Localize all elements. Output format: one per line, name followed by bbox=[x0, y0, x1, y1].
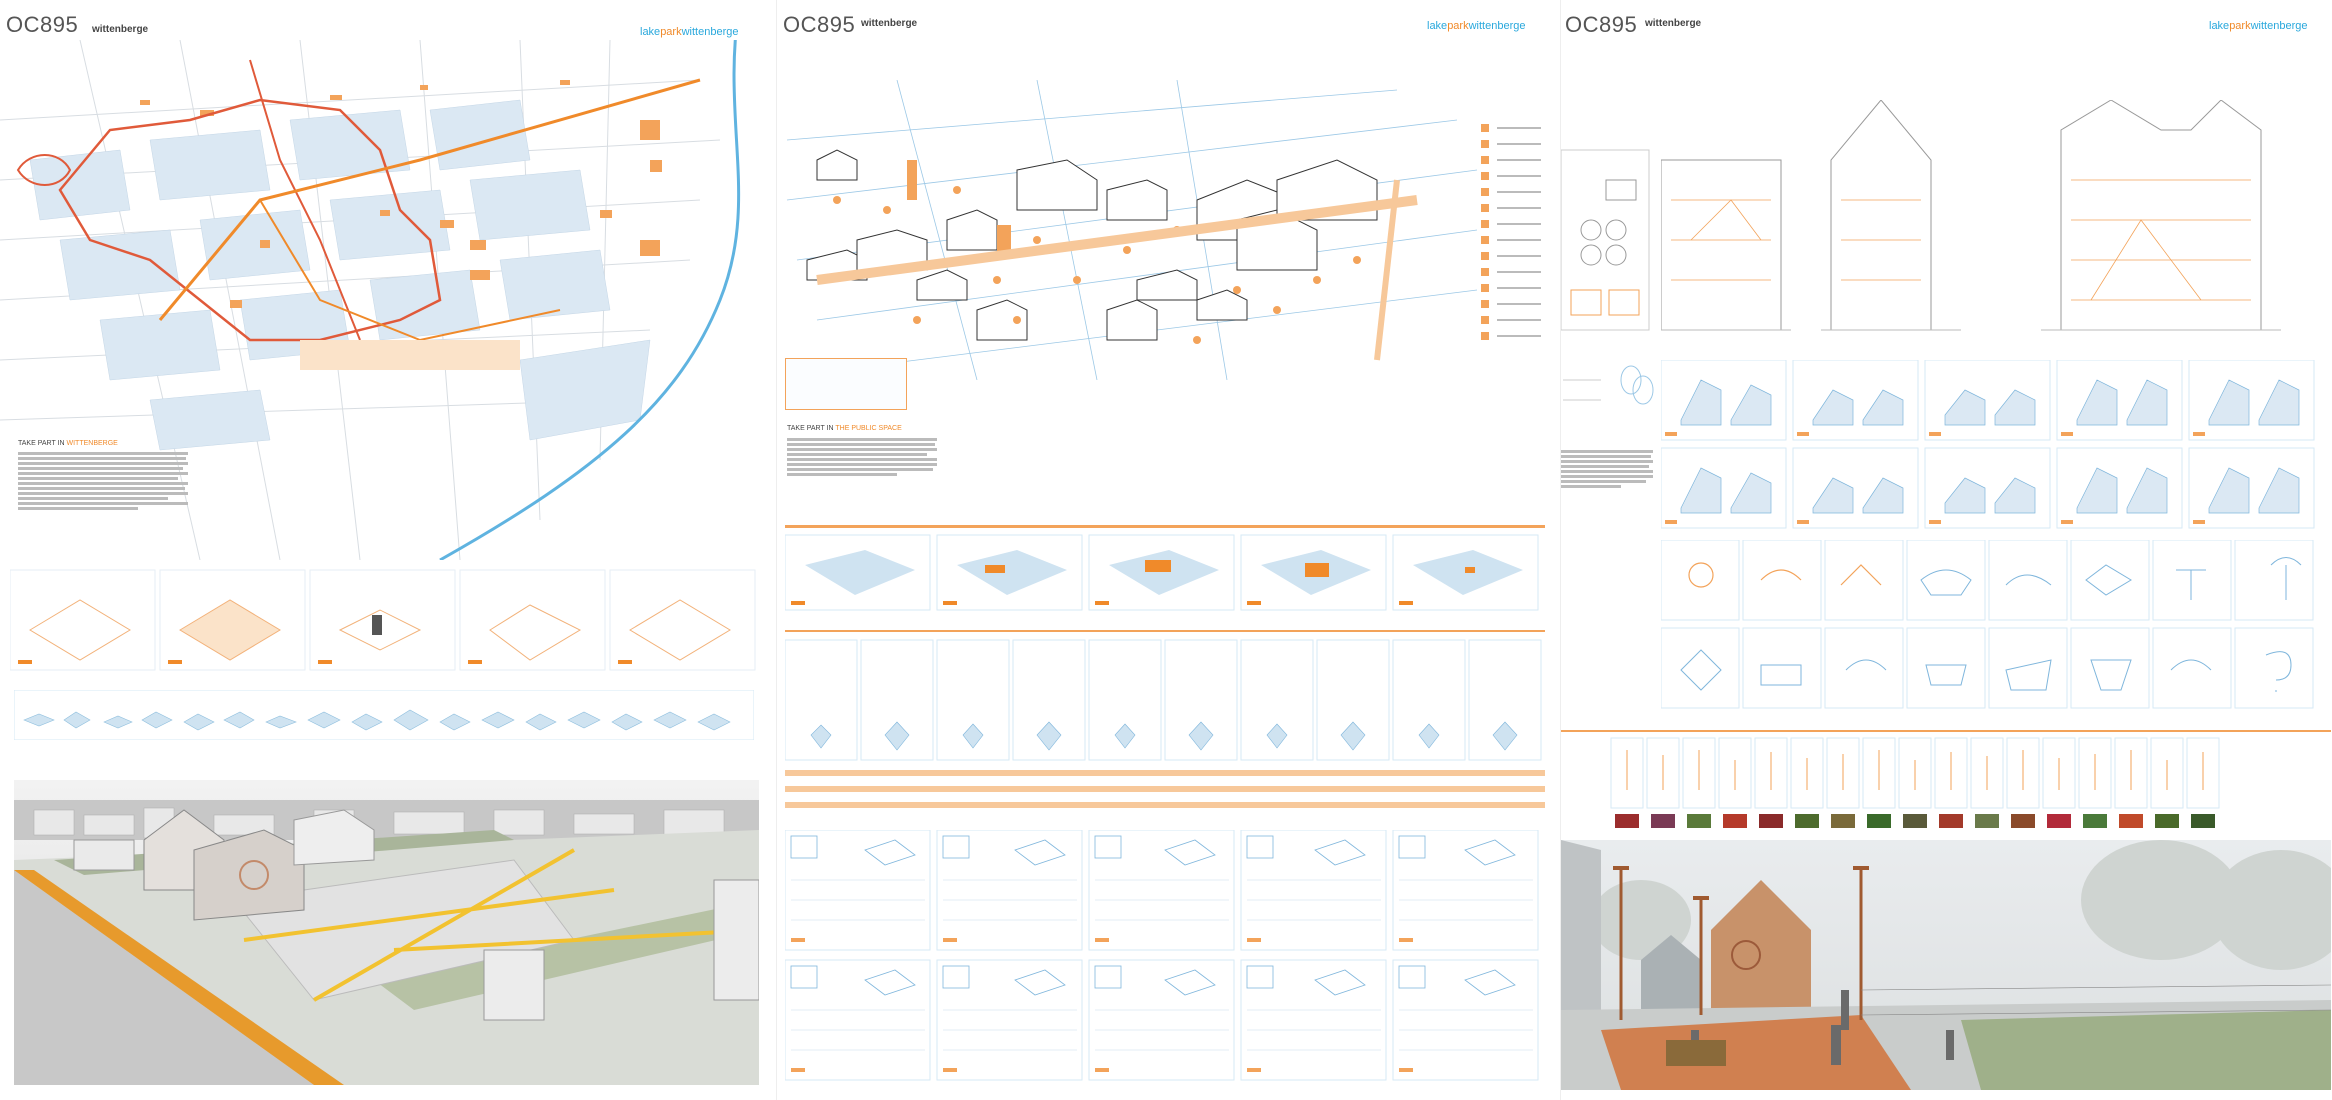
description-text bbox=[18, 452, 188, 512]
program-cards bbox=[785, 830, 1539, 1081]
poster-panel-3: OC895 wittenberge lakeparkwittenberge bbox=[1560, 0, 2332, 1100]
brand-logo: lakeparkwittenberge bbox=[640, 26, 739, 38]
poster-panel-2: OC895 wittenberge lakeparkwittenberge bbox=[776, 0, 1555, 1100]
building-sections bbox=[1661, 100, 2281, 331]
concept-diagram bbox=[1563, 365, 1654, 405]
project-code: OC895 bbox=[783, 12, 856, 37]
project-code: OC895 bbox=[1565, 12, 1638, 37]
poster-panel-1: OC895 wittenberge lakeparkwittenberge bbox=[0, 0, 770, 1100]
description-text bbox=[1561, 450, 1653, 490]
building-typology-strip bbox=[14, 690, 754, 740]
city-name: wittenberge bbox=[92, 24, 149, 35]
brand-logo: lakeparkwittenberge bbox=[2209, 20, 2308, 32]
legend-box bbox=[785, 358, 907, 410]
city-name: wittenberge bbox=[861, 18, 918, 29]
phase-diagrams bbox=[785, 525, 1545, 611]
street-render-image bbox=[1561, 840, 2331, 1090]
project-code: OC895 bbox=[6, 12, 79, 37]
description-text bbox=[787, 438, 937, 478]
building-variants bbox=[1661, 360, 2315, 529]
activity-legend bbox=[1481, 124, 1541, 340]
evaluation-matrix bbox=[785, 630, 1545, 808]
aerial-render-image bbox=[14, 780, 759, 1085]
floor-plan-drawing bbox=[1561, 149, 1650, 331]
furniture-elements bbox=[1661, 540, 2314, 709]
section-heading: TAKE PART IN WITTENBERGE bbox=[18, 440, 118, 447]
section-heading: TAKE PART IN THE PUBLIC SPACE bbox=[787, 425, 902, 432]
city-name: wittenberge bbox=[1645, 18, 1702, 29]
plant-catalogue bbox=[1561, 730, 2331, 828]
brand-logo: lakeparkwittenberge bbox=[1427, 20, 1526, 32]
axonometric-site-drawing bbox=[786, 80, 1478, 380]
axonometric-strip bbox=[10, 569, 756, 671]
